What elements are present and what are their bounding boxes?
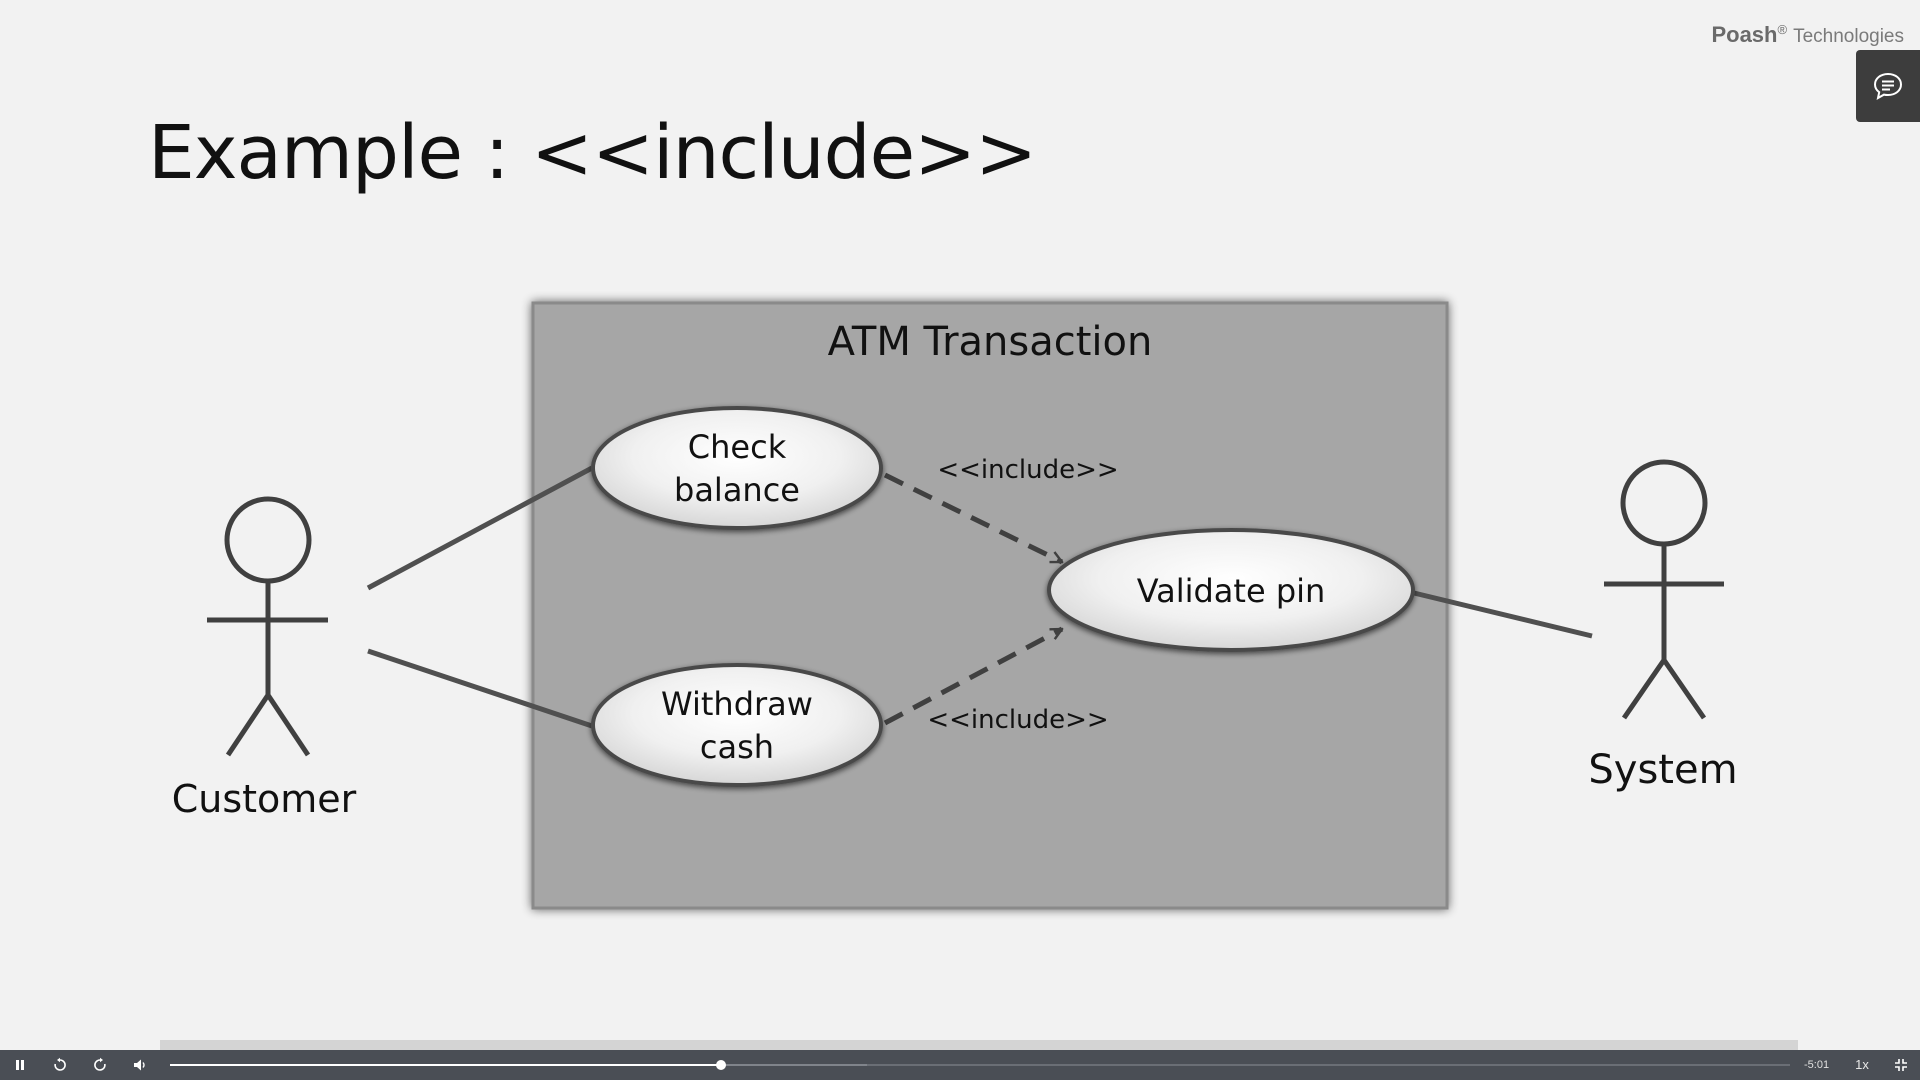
pause-icon xyxy=(16,1060,24,1070)
brand-tagline: Technologies xyxy=(1793,26,1904,47)
rewind-icon xyxy=(54,1057,66,1071)
association-customer-withdraw-cash xyxy=(367,648,593,729)
seek-bar[interactable] xyxy=(170,1060,1790,1070)
seek-bar-handle[interactable] xyxy=(715,1060,726,1070)
include-arrow-check-balance xyxy=(883,472,1062,565)
player-controls: -5:01 1x xyxy=(0,1050,1920,1080)
time-remaining: -5:01 xyxy=(1804,1059,1830,1071)
use-case-withdraw-cash-line1: Withdraw xyxy=(661,685,813,723)
use-case-diagram: ATM Transaction Customer System <<includ… xyxy=(172,301,1738,910)
use-case-withdraw-cash-line2: cash xyxy=(700,728,774,766)
association-customer-check-balance xyxy=(366,465,594,591)
slide-title: Example : <<include>> xyxy=(148,110,1037,196)
seek-bar-played xyxy=(170,1064,721,1066)
forward-button[interactable] xyxy=(86,1050,114,1080)
use-case-withdraw-cash xyxy=(591,663,883,787)
forward-icon xyxy=(94,1057,106,1071)
seek-preview-bar xyxy=(160,1040,1798,1050)
slide: Poash ® Technologies Example : <<include… xyxy=(148,22,1920,910)
use-case-check-balance-line1: Check xyxy=(688,428,787,466)
use-case-check-balance xyxy=(591,406,883,530)
pause-button[interactable] xyxy=(6,1050,34,1080)
chat-icon xyxy=(1873,72,1903,100)
rewind-button[interactable] xyxy=(46,1050,74,1080)
include-arrow-withdraw-cash xyxy=(883,626,1062,726)
actor-customer-label: Customer xyxy=(172,777,357,821)
playback-speed-button[interactable]: 1x xyxy=(1855,1057,1869,1072)
chat-button[interactable] xyxy=(1856,50,1920,122)
association-validate-pin-system xyxy=(1413,590,1593,639)
actor-system-label: System xyxy=(1588,747,1737,793)
include-label-bottom: <<include>> xyxy=(927,705,1108,735)
volume-button[interactable] xyxy=(126,1050,154,1080)
use-case-validate-pin xyxy=(1047,528,1415,652)
actor-customer xyxy=(207,496,328,757)
brand-registered-mark: ® xyxy=(1777,22,1788,37)
system-boundary-label: ATM Transaction xyxy=(828,319,1153,365)
exit-fullscreen-button[interactable] xyxy=(1888,1050,1914,1080)
exit-fullscreen-icon xyxy=(1895,1059,1907,1071)
include-label-top: <<include>> xyxy=(937,455,1118,485)
volume-icon xyxy=(134,1059,145,1071)
use-case-check-balance-line2: balance xyxy=(674,471,800,509)
use-case-validate-pin-label: Validate pin xyxy=(1137,572,1326,610)
actor-system xyxy=(1604,459,1724,720)
brand-name: Poash xyxy=(1711,22,1778,47)
brand-logo: Poash ® Technologies xyxy=(1711,22,1904,48)
